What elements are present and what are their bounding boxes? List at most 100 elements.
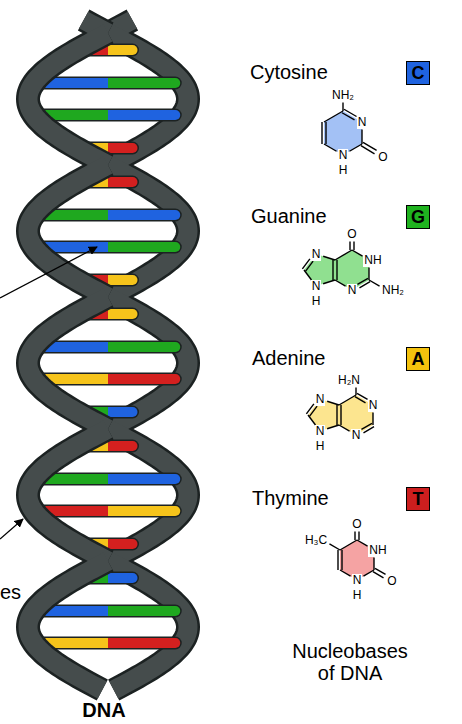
cut-off-label: es	[0, 581, 21, 604]
chemical-bond	[355, 388, 356, 396]
backbone-outline	[108, 165, 188, 297]
base-end	[170, 606, 180, 616]
chemical-bond	[308, 415, 316, 425]
backbone	[108, 165, 188, 297]
base-half	[108, 242, 175, 252]
base-key-box: T	[406, 487, 430, 511]
rung-outline	[41, 373, 176, 386]
base-half	[108, 275, 132, 285]
base-end	[170, 374, 180, 384]
chemical-bond	[340, 405, 341, 425]
rung-outline	[41, 637, 176, 650]
chemical-bond	[327, 401, 339, 405]
base-half	[108, 78, 175, 88]
base-key-box: A	[406, 347, 430, 371]
chemical-bond	[325, 122, 326, 144]
backbone	[108, 33, 188, 165]
chemical-bond	[359, 282, 370, 288]
chemical-bond	[310, 406, 318, 416]
backbone	[28, 33, 108, 165]
chemical-bond	[349, 242, 350, 251]
rung-outline	[41, 605, 176, 618]
rung-outline	[41, 241, 176, 254]
chemical-bond	[373, 558, 374, 571]
atom-label: H₃C	[304, 534, 328, 547]
chemical-bond	[352, 250, 363, 256]
base-half	[108, 606, 175, 616]
leader-line	[0, 247, 97, 298]
chemical-bond	[363, 570, 374, 576]
rung-outline	[41, 473, 176, 486]
backbone-outline	[28, 561, 108, 690]
base-half	[108, 539, 132, 549]
base-key-box: C	[406, 61, 430, 85]
chemical-bond	[341, 550, 342, 570]
chemical-bond	[344, 109, 357, 116]
base-end	[127, 573, 137, 583]
chemical-bond	[372, 413, 373, 426]
backbone	[28, 297, 108, 429]
base-name: Adenine	[252, 347, 325, 370]
base-half	[108, 374, 175, 384]
base-end	[170, 638, 180, 648]
rung-outline	[41, 505, 176, 518]
chemical-bond	[323, 256, 335, 260]
backbone	[108, 429, 188, 561]
chemical-bond	[339, 425, 350, 431]
atom-label: N	[347, 284, 358, 297]
rung-outline	[41, 109, 176, 122]
chemical-bond	[363, 142, 377, 150]
backbone-outline	[108, 561, 188, 690]
backbone	[108, 561, 188, 690]
base-end	[127, 45, 137, 55]
base-name: Cytosine	[250, 61, 328, 84]
chemical-bond	[337, 550, 338, 570]
base-name: Thymine	[252, 487, 329, 510]
rung-outline	[41, 209, 176, 222]
atom-label: O	[351, 518, 362, 531]
atom-label: H	[338, 164, 349, 177]
backbone	[28, 561, 108, 690]
backbone-outline	[108, 429, 188, 561]
chemical-bond	[340, 540, 357, 550]
backbone-outline	[108, 297, 188, 429]
atom-label: NH	[368, 544, 387, 557]
chemical-bond	[336, 260, 337, 280]
chemical-bond	[369, 280, 380, 286]
front-strand	[28, 20, 108, 690]
chemical-bond	[335, 250, 352, 260]
backbone	[108, 297, 188, 429]
atom-label: N	[357, 116, 368, 129]
chemical-bond	[368, 268, 369, 281]
atom-label: O	[386, 575, 397, 588]
leader-line	[0, 519, 23, 539]
base-half	[108, 110, 175, 120]
chemical-bond	[332, 260, 333, 280]
base-end	[127, 407, 137, 417]
base-end	[170, 342, 180, 352]
base-key-box: G	[406, 205, 430, 229]
figure-caption: DNA	[82, 699, 125, 722]
chemical-bond	[329, 544, 340, 550]
base-end	[170, 110, 180, 120]
chemical-bond	[357, 540, 368, 546]
base-letter: G	[411, 207, 425, 227]
chemical-bond	[340, 570, 351, 576]
atom-label: N	[315, 393, 326, 406]
chemical-bond	[321, 122, 322, 144]
base-end	[127, 143, 137, 153]
atom-label: H	[315, 440, 326, 453]
base-letter: C	[412, 63, 425, 83]
base-name: Guanine	[251, 205, 327, 228]
chemical-bond	[361, 146, 375, 154]
chemical-bond	[375, 568, 386, 574]
atom-label: N	[311, 248, 322, 261]
chemical-bond	[339, 395, 356, 405]
base-letter: T	[413, 489, 424, 509]
atom-label: N	[352, 574, 363, 587]
base-half	[108, 177, 132, 187]
base-half	[108, 506, 175, 516]
atom-label: NH₂	[381, 284, 405, 297]
atom-label: N	[311, 280, 322, 293]
